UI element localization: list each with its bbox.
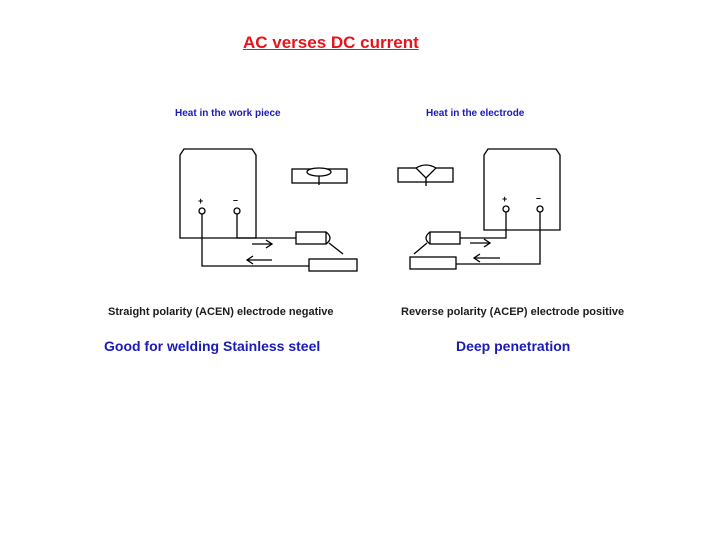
- left-plus-terminal: [198, 207, 206, 215]
- left-workpiece-plate: [308, 258, 358, 272]
- heat-electrode-label: Heat in the electrode: [426, 108, 525, 119]
- right-minus-sign: –: [536, 193, 541, 203]
- straight-polarity-label: Straight polarity (ACEN) electrode negat…: [108, 306, 334, 318]
- left-minus-terminal: [233, 207, 241, 215]
- right-plus-sign: +: [502, 194, 507, 204]
- right-electrode-rod: [413, 242, 428, 255]
- left-power-source-box: [179, 148, 257, 239]
- deep-penetration-label: Deep penetration: [456, 338, 571, 354]
- left-electrode-rod: [328, 242, 344, 255]
- left-arrow-left-head: [245, 255, 254, 265]
- left-plus-sign: +: [198, 196, 203, 206]
- right-plus-wire: [460, 212, 507, 239]
- left-minus-sign: –: [233, 195, 238, 205]
- left-electrode-holder: [295, 231, 327, 245]
- left-plus-wire: [201, 214, 309, 267]
- right-electrode-tip: [425, 231, 431, 245]
- right-power-source-box: [483, 148, 561, 231]
- stainless-benefit-label: Good for welding Stainless steel: [104, 338, 321, 354]
- right-plus-terminal: [502, 205, 510, 213]
- right-arrow-left-head: [472, 253, 481, 263]
- left-electrode-tip: [325, 231, 331, 245]
- right-weld-bead: [414, 164, 438, 179]
- reverse-polarity-label: Reverse polarity (ACEP) electrode positi…: [401, 306, 625, 318]
- left-minus-wire: [236, 214, 296, 239]
- right-arrow-right-head: [483, 238, 492, 248]
- page-title: AC verses DC current: [243, 33, 419, 52]
- right-minus-wire: [456, 212, 541, 265]
- right-minus-terminal: [536, 205, 544, 213]
- right-electrode-holder: [429, 231, 461, 245]
- right-workpiece-plate: [409, 256, 457, 270]
- heat-work-piece-label: Heat in the work piece: [175, 108, 281, 119]
- left-arrow-right-head: [265, 239, 274, 249]
- left-weld-bead: [306, 167, 332, 177]
